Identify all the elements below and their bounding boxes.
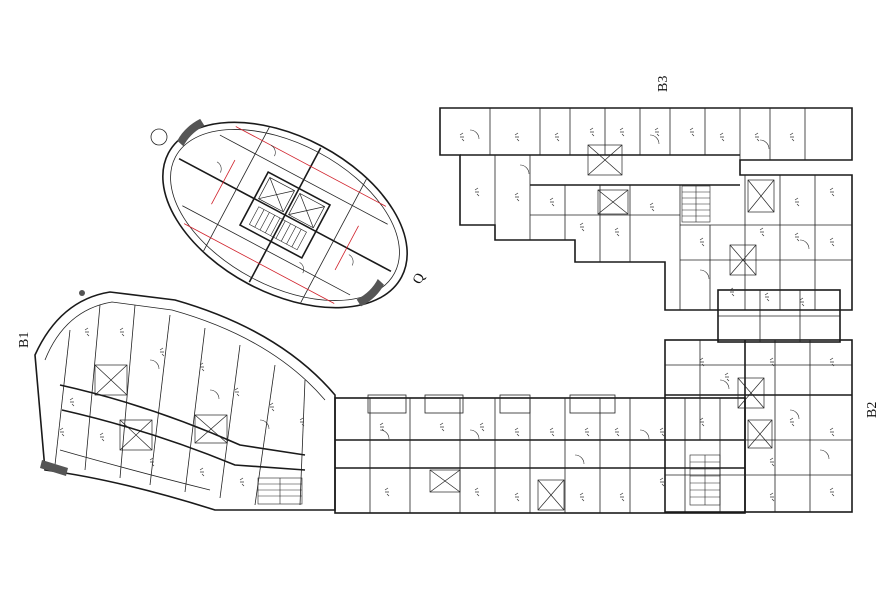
room-mark bbox=[199, 467, 205, 477]
column-marker bbox=[150, 128, 168, 146]
room-mark bbox=[614, 227, 620, 237]
room-mark bbox=[614, 427, 620, 437]
wing-label-b1: B1 bbox=[17, 332, 32, 348]
wing-label-b3: B3 bbox=[656, 76, 671, 92]
room-mark bbox=[199, 362, 205, 372]
room-mark bbox=[379, 422, 385, 432]
room-mark bbox=[234, 387, 240, 397]
room-mark bbox=[474, 487, 480, 497]
room-mark bbox=[789, 132, 795, 142]
room-mark bbox=[654, 127, 660, 137]
room-mark bbox=[579, 222, 585, 232]
bottom-block-plan bbox=[334, 394, 746, 514]
room-mark bbox=[619, 492, 625, 502]
room-mark bbox=[514, 492, 520, 502]
room-mark bbox=[699, 237, 705, 247]
room-mark bbox=[514, 192, 520, 202]
room-mark bbox=[759, 227, 765, 237]
room-mark bbox=[579, 492, 585, 502]
room-mark bbox=[589, 127, 595, 137]
room-mark bbox=[719, 132, 725, 142]
tower-q-plan bbox=[162, 118, 408, 309]
room-mark bbox=[384, 487, 390, 497]
room-mark bbox=[119, 327, 125, 337]
room-mark bbox=[769, 492, 775, 502]
wing-b1-plan bbox=[34, 290, 336, 511]
room-mark bbox=[829, 187, 835, 197]
room-mark bbox=[754, 132, 760, 142]
room-mark bbox=[789, 417, 795, 427]
room-mark bbox=[514, 132, 520, 142]
room-mark bbox=[514, 427, 520, 437]
wing-label-q: Q bbox=[410, 271, 428, 287]
wing-label-b2: B2 bbox=[865, 402, 880, 418]
room-mark bbox=[769, 357, 775, 367]
room-mark bbox=[659, 427, 665, 437]
room-mark bbox=[269, 402, 275, 412]
room-mark bbox=[769, 457, 775, 467]
room-mark bbox=[699, 357, 705, 367]
connector-plan bbox=[717, 289, 841, 343]
room-annotation-marks bbox=[59, 127, 835, 502]
room-mark bbox=[69, 397, 75, 407]
room-mark bbox=[479, 422, 485, 432]
room-mark bbox=[549, 197, 555, 207]
room-mark bbox=[584, 427, 590, 437]
room-mark bbox=[59, 427, 65, 437]
room-mark bbox=[474, 187, 480, 197]
room-mark bbox=[794, 232, 800, 242]
room-mark bbox=[799, 297, 805, 307]
wing-b2-plan bbox=[664, 339, 853, 513]
wing-b3-plan bbox=[439, 107, 853, 311]
room-mark bbox=[829, 487, 835, 497]
room-mark bbox=[84, 327, 90, 337]
room-mark bbox=[99, 432, 105, 442]
room-mark bbox=[549, 427, 555, 437]
room-mark bbox=[829, 237, 835, 247]
room-mark bbox=[689, 127, 695, 137]
room-mark bbox=[724, 372, 730, 382]
room-mark bbox=[699, 417, 705, 427]
room-mark bbox=[439, 422, 445, 432]
room-mark bbox=[829, 427, 835, 437]
room-mark bbox=[764, 292, 770, 302]
room-mark bbox=[729, 287, 735, 297]
room-mark bbox=[829, 357, 835, 367]
room-mark bbox=[299, 417, 305, 427]
room-mark bbox=[794, 197, 800, 207]
room-mark bbox=[649, 202, 655, 212]
room-mark bbox=[659, 477, 665, 487]
room-mark bbox=[239, 477, 245, 487]
room-mark bbox=[554, 132, 560, 142]
room-mark bbox=[619, 127, 625, 137]
room-mark bbox=[159, 347, 165, 357]
room-mark bbox=[459, 132, 465, 142]
room-mark bbox=[149, 457, 155, 467]
